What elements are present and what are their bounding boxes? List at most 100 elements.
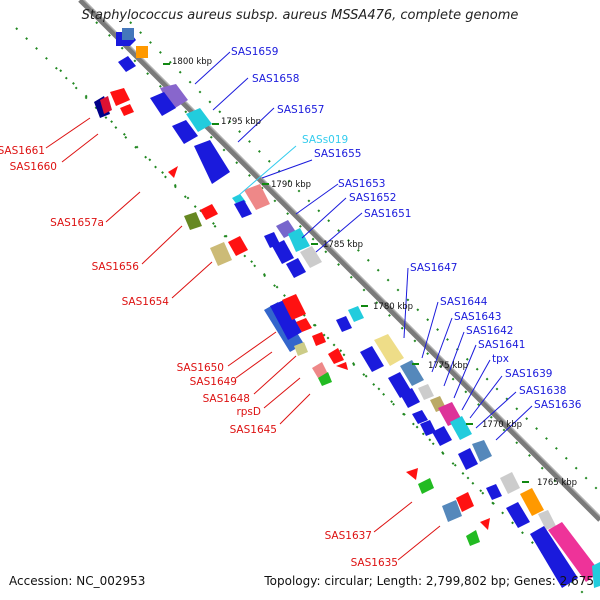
gene-label: SAS1655 [314,148,361,160]
gene-arrow [286,258,306,278]
gene-arrow [228,236,248,256]
gene-arrow [458,448,478,470]
gene-label: SAS1644 [440,296,488,308]
kbp-label: 1775 kbp [428,361,468,371]
kbp-label: 1790 kbp [271,180,311,190]
gene-arrow [418,478,434,494]
gene-arrow [432,426,452,446]
gene-arrow [480,518,490,530]
gene-arrow [520,488,544,516]
gene-label: rpsD [236,406,261,418]
gene-arrow [210,242,232,266]
right-gene-labels: SAS1659 SAS1658 SAS1657 SASs019 SAS1655 … [231,46,582,411]
gene-arrow [450,416,472,440]
gene-arrow [374,334,404,366]
gene-label: SASs019 [302,134,348,146]
gene-arrow [100,96,112,114]
gene-label: SAS1641 [478,339,525,351]
gene-arrow [234,200,252,218]
kbp-label: 1800 kbp [172,57,212,67]
kbp-label: 1785 kbp [323,240,363,250]
gene-arrow [592,562,600,588]
gene-arrow [296,318,312,332]
gene-label: SAS1643 [454,311,501,323]
gene-label: SAS1648 [203,393,250,405]
gene-label: SAS1647 [410,262,457,274]
gene-arrow [538,510,556,530]
map-title: Staphylococcus aureus subsp. aureus MSSA… [81,8,519,23]
gene-label: SAS1658 [252,73,299,85]
gene-arrow [122,28,134,40]
kbp-label: 1795 kbp [221,117,261,127]
right-leaders [194,51,533,441]
gene-arrow [288,228,310,252]
gene-arrow [336,362,348,370]
gene-label: SAS1653 [338,178,385,190]
gene-arrow [312,362,328,378]
gene-arrow [472,440,492,462]
gene-label: SAS1638 [519,385,566,397]
gene-arrow [466,530,480,546]
gene-arrow [412,410,428,424]
gene-label: SAS1636 [534,399,582,411]
gene-label: SAS1650 [177,362,224,374]
left-gene-labels: SAS1661 SAS1660 SAS1657a SAS1656 SAS1654… [0,145,398,569]
gene-label: SAS1661 [0,145,45,157]
reverse-genes [94,88,490,546]
gene-arrow [136,46,148,58]
genome-backbone [78,0,600,522]
kbp-label: 1780 kbp [373,302,413,312]
gene-arrow [186,108,212,132]
gene-arrow [328,348,344,364]
gene-arrow [194,140,230,184]
gene-arrow [500,472,520,494]
gene-arrow [530,526,578,588]
gene-arrow [418,384,434,400]
gene-label: SAS1659 [231,46,278,58]
gene-arrow [272,240,294,264]
gene-arrow [244,184,270,210]
gene-arrow [172,120,198,144]
gene-arrow [312,332,326,346]
gene-arrow [270,300,302,340]
gene-label: SAS1635 [351,557,398,569]
gene-arrow [400,360,424,386]
gene-arrow [118,56,136,72]
gene-arrow [120,104,134,116]
gene-label: SAS1657a [50,217,104,229]
gene-arrow [506,502,530,528]
gene-label: SAS1637 [325,530,372,542]
forward-genes [116,28,600,588]
gene-label: SAS1651 [364,208,411,220]
gene-label: SAS1639 [505,368,552,380]
gene-label: SAS1649 [190,376,237,388]
gene-arrow [318,372,332,386]
kbp-label: 1770 kbp [482,420,522,430]
gene-label: SAS1654 [122,296,170,308]
gene-arrow [548,522,600,582]
kbp-labels: 1800 kbp 1795 kbp 1790 kbp 1785 kbp 1780… [172,57,577,488]
gene-label: SAS1657 [277,104,324,116]
kbp-markers [163,63,529,483]
kbp-label: 1765 kbp [537,478,577,488]
gene-label: SAS1652 [349,192,396,204]
gene-label: SAS1660 [10,161,57,173]
topology-text: Topology: circular; Length: 2,799,802 bp… [264,574,594,588]
gene-label: SAS1642 [466,325,513,337]
gene-label: SAS1645 [230,424,277,436]
gene-arrow [160,84,188,110]
gene-arrow [360,346,384,372]
gene-label: SAS1656 [92,261,140,273]
gene-label: tpx [492,353,509,365]
accession-text: Accession: NC_002953 [9,574,146,588]
left-leaders [45,117,441,561]
gene-arrow [150,92,176,116]
gene-arrow [406,468,418,480]
gene-arrow [168,166,178,178]
gene-arrow [400,388,420,408]
gene-arrow [486,484,502,500]
gene-arrow [300,246,322,268]
gene-arrow [336,316,352,332]
gene-arrow [282,294,306,320]
